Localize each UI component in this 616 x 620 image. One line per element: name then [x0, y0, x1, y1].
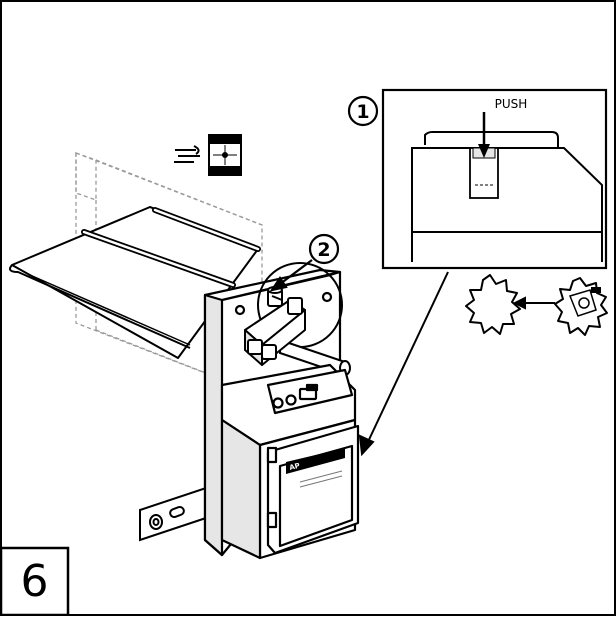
jagged-gear-icon [465, 274, 521, 335]
callout-one: 1 [347, 95, 379, 127]
step-number: 6 [20, 555, 49, 607]
gear-with-tab-icon [554, 277, 608, 336]
svg-text:AP: AP [289, 462, 301, 472]
callout-two-arrow [269, 259, 313, 292]
step-number-box [0, 546, 70, 617]
airflow-direction-icon [174, 134, 242, 176]
gear-swap-arrow [512, 296, 555, 310]
cover-label: AP [286, 448, 345, 488]
callout-one-number: 1 [356, 101, 369, 123]
water-panel-tray [9, 206, 261, 359]
detail-box [381, 88, 608, 270]
detail-pointer-arrow [358, 271, 449, 457]
push-label: PUSH [495, 97, 528, 111]
callout-two-number: 2 [317, 239, 330, 261]
callout-two: 2 [308, 233, 340, 265]
motor-clamp [244, 286, 306, 366]
